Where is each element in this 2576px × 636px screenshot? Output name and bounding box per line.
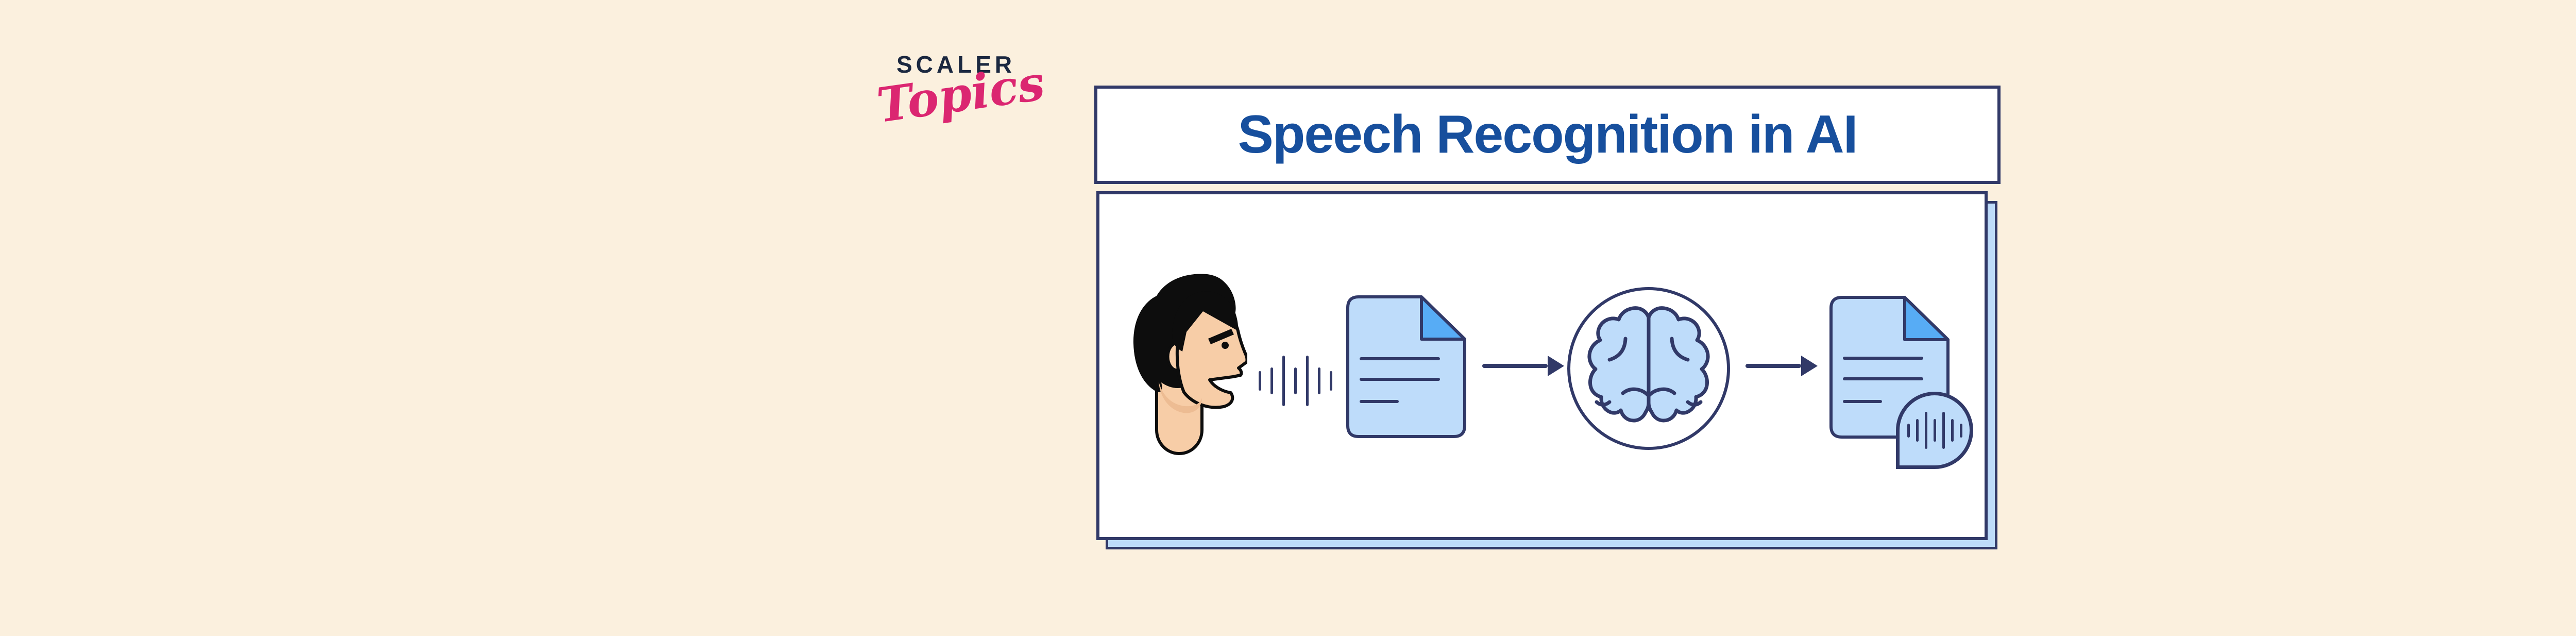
page-title: Speech Recognition in AI bbox=[1238, 105, 1858, 164]
person-hair-front bbox=[1172, 291, 1239, 352]
wave-bar bbox=[1318, 367, 1320, 394]
wave-bar bbox=[1959, 423, 1962, 438]
wave-bar bbox=[1907, 423, 1910, 438]
scaler-topics-logo: SCALER Topics bbox=[874, 49, 1048, 147]
wave-bar bbox=[1924, 412, 1927, 449]
wave-bar bbox=[1282, 356, 1285, 406]
document-body bbox=[1346, 295, 1466, 438]
speaking-person-icon bbox=[1133, 274, 1247, 456]
speech-document-icon bbox=[1346, 295, 1466, 438]
arrow-right-icon bbox=[1745, 356, 1818, 376]
bubble-sound-wave-icon bbox=[1907, 412, 1962, 449]
logo-brand-text: SCALER bbox=[896, 51, 1016, 78]
person-eyebrow bbox=[1208, 329, 1234, 344]
wave-bar bbox=[1259, 371, 1261, 391]
arrow-shaft bbox=[1482, 364, 1548, 368]
document-fold bbox=[1903, 296, 1950, 341]
wave-bar bbox=[1306, 356, 1309, 406]
wave-bar bbox=[1942, 412, 1945, 449]
audio-bubble-icon bbox=[1896, 392, 1973, 469]
brain-detail-line bbox=[1647, 387, 1676, 398]
wave-bar bbox=[1933, 419, 1936, 442]
title-box: Speech Recognition in AI bbox=[1094, 86, 2001, 184]
brain-hemisphere bbox=[1647, 306, 1710, 423]
ai-brain-icon bbox=[1567, 287, 1730, 450]
person-neck-shade bbox=[1159, 381, 1202, 413]
arrow-head bbox=[1548, 356, 1564, 376]
wave-bar bbox=[1330, 371, 1332, 391]
brain-detail-line bbox=[1686, 400, 1703, 407]
arrow-shaft bbox=[1745, 364, 1801, 368]
person-eye bbox=[1222, 342, 1229, 349]
brain-detail-line bbox=[1670, 337, 1690, 362]
wave-bar bbox=[1294, 367, 1297, 394]
wave-bar bbox=[1916, 419, 1919, 442]
arrow-right-icon bbox=[1482, 356, 1564, 376]
wave-bar bbox=[1951, 419, 1954, 442]
sound-wave-icon bbox=[1259, 356, 1336, 406]
wave-bar bbox=[1270, 367, 1273, 394]
document-fold bbox=[1420, 295, 1466, 341]
arrow-head bbox=[1801, 356, 1818, 376]
